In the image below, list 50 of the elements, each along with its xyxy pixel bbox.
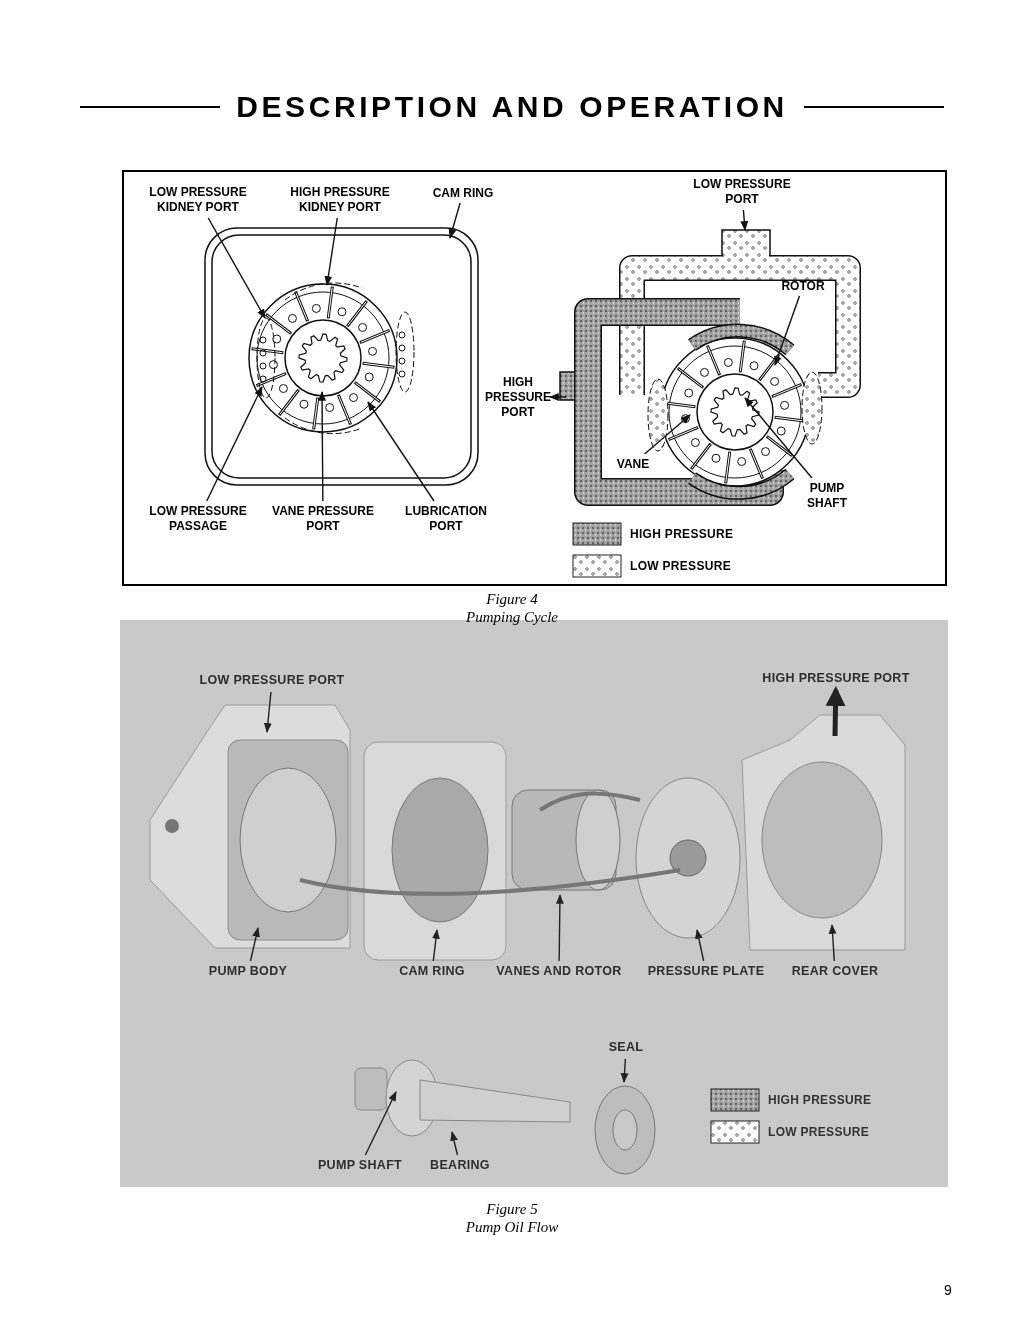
leader-line (448, 202, 461, 239)
leader-line (249, 927, 260, 962)
part-label: HIGH PRESSURE KIDNEY PORT (289, 185, 391, 215)
part-label: REAR COVER (791, 964, 879, 980)
part-label: HIGH PRESSURE PORT (485, 374, 551, 420)
leader-line (620, 1058, 629, 1083)
leader-line (324, 217, 338, 286)
figure-number: Figure 4 (486, 590, 538, 608)
part-label: PUMP SHAFT (317, 1158, 403, 1174)
legend-label: LOW PRESSURE (630, 558, 731, 575)
part-label: SEAL (608, 1040, 644, 1056)
leader-line (695, 929, 705, 962)
part-label: LOW PRESSURE PORT (199, 673, 345, 689)
leader-line (740, 209, 749, 231)
part-label: PUMP BODY (208, 964, 288, 980)
part-label: HIGH PRESSURE PORT (762, 671, 910, 687)
leader-line (828, 924, 837, 962)
part-label: VANES AND ROTOR (496, 964, 622, 980)
leader-line (364, 1091, 397, 1156)
leader-line (263, 691, 272, 733)
figure-caption: Pumping Cycle (465, 608, 559, 626)
leader-line (744, 397, 813, 479)
part-label: ROTOR (781, 278, 825, 294)
leader-line (318, 391, 326, 502)
page-title: DESCRIPTION AND OPERATION (236, 92, 788, 122)
arrow (825, 686, 846, 737)
leader-line (367, 401, 435, 502)
legend-label: LOW PRESSURE (768, 1124, 869, 1141)
part-label: PRESSURE PLATE (647, 964, 765, 980)
part-label: BEARING (430, 1158, 490, 1174)
arrow (549, 393, 567, 401)
part-label: CAM RING (399, 964, 465, 980)
leader-line (555, 894, 564, 962)
leader-line (450, 1131, 459, 1156)
part-label: LUBRICATION PORT (404, 504, 488, 534)
figure-number: Figure 5 (486, 1200, 538, 1218)
part-label: VANE PRESSURE PORT (271, 504, 375, 534)
part-label: PUMP SHAFT (806, 481, 848, 511)
leader-line (774, 295, 801, 366)
part-label: CAM RING (432, 185, 494, 201)
part-label: LOW PRESSURE PASSAGE (148, 504, 248, 534)
part-label: LOW PRESSURE PORT (692, 177, 792, 207)
leader-line (206, 386, 263, 502)
leader-line (432, 929, 440, 962)
part-label: LOW PRESSURE KIDNEY PORT (148, 185, 248, 215)
part-label: VANE (616, 456, 650, 472)
legend-label: HIGH PRESSURE (630, 526, 734, 543)
figure-caption: Pump Oil Flow (465, 1218, 559, 1236)
page-number: 9 (944, 1281, 952, 1300)
legend-label: HIGH PRESSURE (768, 1092, 872, 1109)
